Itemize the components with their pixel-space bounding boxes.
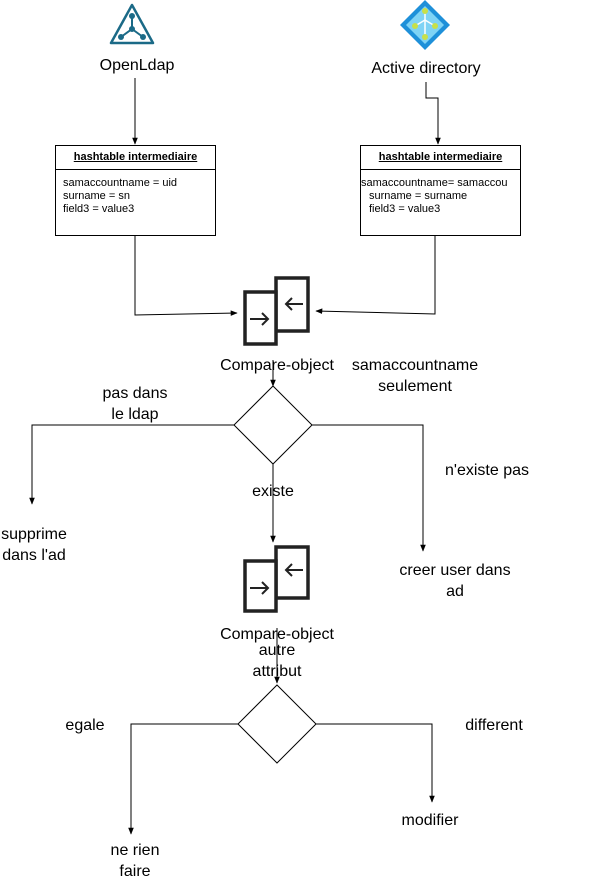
hashtable-right: hashtable intermediaire samaccountname= … — [360, 145, 521, 236]
compare2-note: autre attribut — [252, 642, 302, 680]
openldap-label: OpenLdap — [99, 57, 175, 74]
edge-right-hashtable-to-compare1 — [315, 236, 436, 315]
hashtable-left-line: samaccountname = uid — [63, 177, 178, 189]
decision2-left-label: egale — [65, 717, 105, 734]
decision-diamond-2 — [237, 684, 317, 764]
compare1-note: samaccountname seulement — [351, 357, 479, 395]
compare1-label: Compare-object — [220, 357, 334, 374]
result-delete: supprime dans l'ad — [1, 526, 67, 564]
azure-ad-icon — [400, 0, 450, 50]
decision1-right-label: n'existe pas — [445, 462, 529, 479]
result-modify: modifier — [401, 812, 459, 829]
hashtable-left-line: surname = sn — [63, 190, 130, 202]
hashtable-left: hashtable intermediaire samaccountname =… — [55, 145, 216, 236]
hashtable-right-line: surname = surname — [369, 190, 468, 202]
decision1-down-label: existe — [252, 483, 294, 500]
edge-decision1-right — [312, 424, 426, 552]
compare-object-icon-2 — [243, 545, 310, 613]
openldap-icon — [109, 3, 155, 45]
active-directory-label: Active directory — [371, 60, 481, 77]
compare-object-icon-1 — [243, 276, 310, 346]
result-nothing: ne rien faire — [110, 842, 160, 880]
edge-decision1-left — [29, 424, 234, 505]
hashtable-right-line: field3 = value3 — [369, 203, 441, 215]
decision2-right-label: different — [465, 717, 523, 734]
edge-decision2-right — [316, 723, 435, 803]
edge-left-hashtable-to-compare1 — [134, 236, 238, 316]
hashtable-right-line: samaccountname= samaccou — [361, 177, 508, 189]
hashtable-left-title: hashtable intermediaire — [56, 146, 215, 170]
hashtable-right-title: hashtable intermediaire — [361, 146, 520, 170]
result-create: creer user dans ad — [399, 562, 511, 600]
decision-diamond-1 — [233, 385, 313, 465]
decision1-left-label: pas dans le ldap — [102, 385, 168, 423]
edge-ad-to-hashtable — [425, 82, 441, 145]
compare2-label: Compare-object — [220, 626, 334, 643]
edge-decision2-left — [128, 723, 238, 835]
hashtable-left-line: field3 = value3 — [63, 203, 135, 215]
